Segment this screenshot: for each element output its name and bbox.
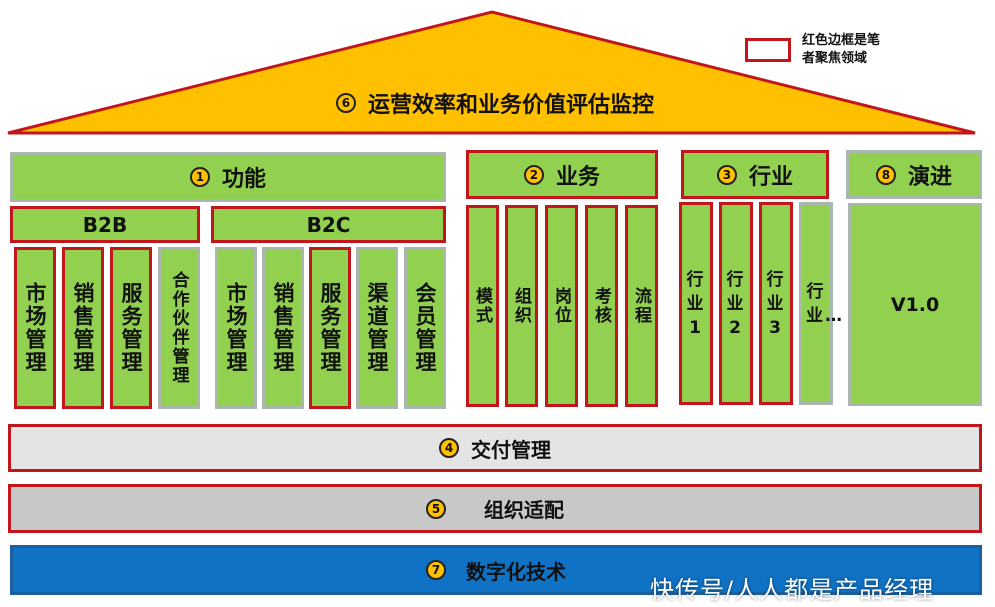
org-bar: 5 组织适配 [8, 484, 982, 533]
business-col-process: 流程 [625, 205, 658, 407]
evolution-version: V1.0 [848, 203, 982, 406]
delivery-label: 交付管理 [471, 437, 551, 462]
org-label: 组织适配 [484, 498, 564, 522]
industry-col-3: 行业3 [759, 202, 793, 405]
evolution-label: 演进 [907, 164, 952, 190]
industry-col-2: 行业2 [719, 202, 753, 405]
b2c-col-market: 市场管理 [215, 247, 257, 409]
legend-swatch [745, 38, 791, 62]
digital-label: 数字化技术 [466, 559, 566, 584]
b2c-col-service: 服务管理 [309, 247, 351, 409]
watermark-text: 快传号/人人都是产品经理 [650, 576, 935, 604]
b2c-header: B2C [211, 206, 446, 243]
business-col-assess: 考核 [585, 205, 618, 407]
b2b-header: B2B [10, 206, 200, 243]
delivery-bar: 4 交付管理 [8, 424, 982, 472]
roof-title: 6 运营效率和业务价值评估监控 [200, 86, 790, 120]
b2b-col-sales: 销售管理 [62, 247, 104, 409]
b2c-col-member: 会员管理 [404, 247, 446, 409]
roof-shape [7, 10, 976, 135]
industry-col-1: 行业1 [679, 202, 713, 405]
b2b-col-market: 市场管理 [14, 247, 56, 409]
badge-2: 2 [523, 164, 544, 185]
business-col-post: 岗位 [545, 205, 578, 407]
digital-bar: 7 数字化技术 [10, 545, 982, 595]
business-col-model: 模式 [466, 205, 499, 407]
legend-line-1: 红色边框是笔 [802, 33, 881, 48]
industry-col-1-label: 行业1 [686, 269, 706, 338]
industry-label: 行业 [748, 164, 793, 190]
business-label: 业务 [555, 164, 600, 190]
b2c-col-sales: 销售管理 [262, 247, 304, 409]
legend-line-2: 者聚焦领域 [802, 51, 868, 66]
function-header: 1 功能 [10, 152, 446, 202]
badge-3: 3 [716, 164, 737, 185]
b2c-col-channel: 渠道管理 [356, 247, 398, 409]
b2b-col-service: 服务管理 [110, 247, 152, 409]
function-label: 功能 [221, 167, 266, 192]
industry-col-more: 行业… [799, 202, 844, 405]
industry-col-3-label: 行业3 [766, 269, 786, 338]
badge-5: 5 [426, 498, 446, 519]
badge-8: 8 [875, 164, 896, 185]
industry-col-2-label: 行业2 [726, 269, 746, 338]
badge-7: 7 [426, 560, 446, 580]
business-header: 2 业务 [466, 150, 658, 199]
b2b-col-partner: 合作伙伴管理 [158, 247, 200, 409]
industry-col-more-label: 行业… [806, 281, 844, 326]
industry-header: 3 行业 [681, 150, 829, 199]
legend-text: 红色边框是笔 者聚焦领域 [802, 32, 952, 68]
evolution-header: 8 演进 [846, 150, 982, 199]
roof-label: 运营效率和业务价值评估监控 [367, 93, 654, 118]
badge-6: 6 [335, 93, 356, 113]
business-col-org: 组织 [505, 205, 538, 407]
badge-1: 1 [189, 167, 210, 187]
badge-4: 4 [439, 438, 459, 458]
